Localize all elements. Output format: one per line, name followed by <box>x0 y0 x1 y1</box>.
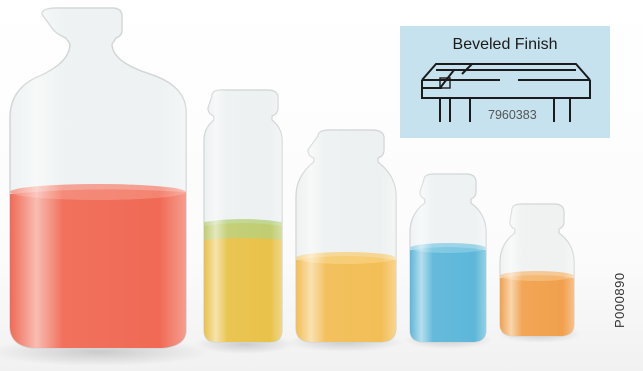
inset-title: Beveled Finish <box>452 36 558 53</box>
beveled-finish-diagram <box>421 63 591 122</box>
vial-tall-yellow <box>203 89 283 343</box>
beveled-finish-inset: Beveled Finish <box>400 26 610 138</box>
vial-small-orange <box>499 203 575 337</box>
vial-medium-orange <box>295 129 397 343</box>
photo-code: P000890 <box>612 272 627 328</box>
vial-large <box>9 7 187 349</box>
vial-blue <box>409 173 487 343</box>
part-number: 7960383 <box>488 108 537 122</box>
